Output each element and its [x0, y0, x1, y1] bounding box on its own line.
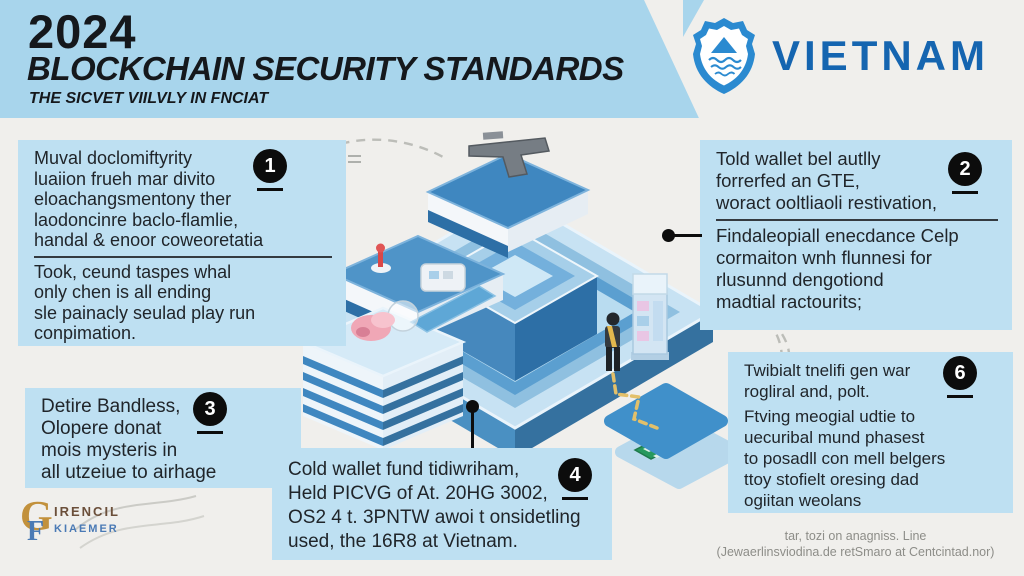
- box1-paragraph-1: Muval doclomiftyrity luaiion frueh mar d…: [34, 148, 264, 250]
- logo-wordmark-line2: KIAEMER: [54, 523, 119, 535]
- footer-note: tar, tozi on anagniss. Line (Jewaerlinsv…: [716, 529, 995, 560]
- blockchain-isometric-illustration: [299, 131, 791, 489]
- brand-name: VIETNAM: [772, 32, 989, 79]
- logo-wordmark-line1: IRENCIL: [54, 504, 120, 519]
- piggy-blob: [351, 312, 395, 341]
- info-box-4: Cold wallet fund tidiwriham, Held PICVG …: [272, 448, 612, 560]
- white-machine-icon: [420, 263, 466, 292]
- footer-logo: G F IRENCIL KIAEMER: [20, 496, 170, 560]
- badge-underline: [952, 191, 978, 194]
- badge-number: 3: [193, 392, 227, 426]
- atm-kiosk-icon: [631, 273, 669, 360]
- red-lever-icon: [371, 243, 391, 273]
- box4-paragraph: Cold wallet fund tidiwriham, Held PICVG …: [288, 459, 581, 552]
- badge-underline: [562, 497, 588, 500]
- box1-divider: [34, 255, 332, 258]
- page-subtitle: THE SICVET VIILVLY IN FNCIAT: [29, 90, 269, 107]
- year-heading: 2024: [28, 5, 137, 58]
- step-badge-2: 2: [948, 152, 982, 194]
- badge-number: 2: [948, 152, 982, 186]
- badge-underline: [257, 188, 283, 191]
- box6-paragraph-1: Twibialt tnelifi gen war rogliral and, p…: [744, 361, 911, 401]
- shield-icon: [693, 18, 755, 94]
- info-box-3: Detire Bandless, Olopere donat mois myst…: [25, 388, 301, 488]
- decorative-scribbles: [74, 495, 205, 549]
- box2-paragraph-1: Told wallet bel autlly forrerfed an GTE,…: [716, 148, 938, 213]
- tick-mark: [348, 155, 361, 157]
- box3-paragraph: Detire Bandless, Olopere donat mois myst…: [41, 396, 217, 483]
- callout-line-box4: [471, 409, 474, 448]
- info-box-1: Muval doclomiftyrity luaiion frueh mar d…: [18, 140, 346, 346]
- header-band: [0, 0, 699, 118]
- box1-paragraph-2: Took, ceund taspes whal only chen is all…: [34, 261, 256, 344]
- tick-mark: [348, 161, 361, 163]
- page-title: BLOCKCHAIN SECURITY STANDARDS: [27, 50, 624, 87]
- badge-number: 4: [558, 458, 592, 492]
- step-badge-3: 3: [193, 392, 227, 434]
- callout-line-box2: [670, 234, 702, 237]
- step-badge-1: 1: [253, 149, 287, 191]
- person-figure: [605, 312, 620, 371]
- badge-number: 6: [943, 356, 977, 390]
- floating-platforms: [604, 383, 743, 489]
- badge-number: 1: [253, 149, 287, 183]
- callout-dot-box4: [466, 400, 479, 413]
- dashed-path: [611, 372, 659, 430]
- step-badge-4: 4: [558, 458, 592, 500]
- ramp: [409, 285, 497, 333]
- badge-underline: [197, 431, 223, 434]
- logo-monogram-g: G: [20, 494, 53, 540]
- logo-monogram-f: F: [27, 516, 45, 547]
- box2-divider: [716, 219, 998, 221]
- box2-paragraph-2: Findaleopiall enecdance Celp cormaiton w…: [716, 225, 959, 312]
- callout-dot-box2: [662, 229, 675, 242]
- brand-block: VIETNAM: [692, 16, 989, 96]
- step-badge-6: 6: [943, 356, 977, 398]
- box6-paragraph-2: Ftving meogial udtie to uecuribal mund p…: [744, 407, 946, 510]
- badge-underline: [947, 395, 973, 398]
- gun-icon: [468, 131, 550, 178]
